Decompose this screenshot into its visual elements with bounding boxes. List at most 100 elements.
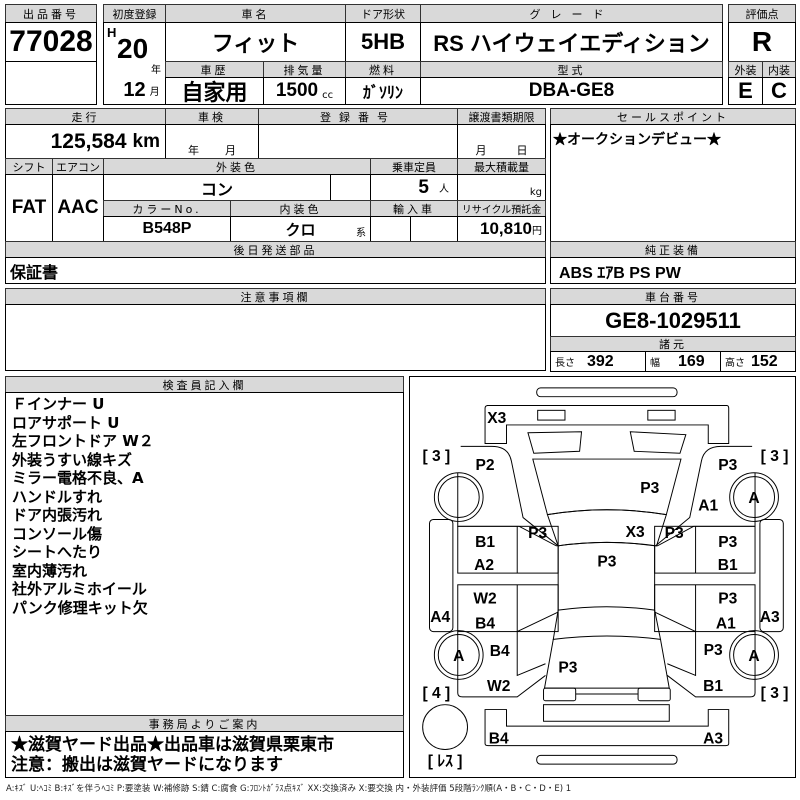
note-line: ハンドルすれ xyxy=(12,487,103,506)
reg-no xyxy=(258,124,458,159)
damage-marks: X3 P2 P3 P3 A1 P3 X3 P3 B1 A2 P3 P3 B1 W… xyxy=(422,410,788,770)
capacity-label: 乗車定員 xyxy=(370,158,458,175)
ac: AAC xyxy=(52,174,104,242)
office-label: 事務局よりご案内 xyxy=(5,715,404,732)
month-unit: 月 xyxy=(149,87,160,98)
tire-mark: A xyxy=(453,648,464,665)
width-value: 169 xyxy=(678,352,705,370)
length-value: 392 xyxy=(587,352,614,370)
lot-label: 出品番号 xyxy=(5,4,97,23)
ext-color: コン xyxy=(103,174,331,201)
later-parts-label: 後日発送部品 xyxy=(5,241,546,258)
inspector-notes: Ｆインナー U ロアサポート U 左フロントドア W２ 外装うすい線キズ ミラー… xyxy=(5,392,404,716)
note-line: 室内薄汚れ xyxy=(12,561,88,580)
mark: A1 xyxy=(716,616,736,633)
equipment: ABS ｴｱB PS PW xyxy=(550,257,796,284)
mark: X3 xyxy=(487,410,506,427)
height-label: 高さ xyxy=(725,358,745,369)
mark: P3 xyxy=(704,642,723,659)
tread-depth: [ 3 ] xyxy=(761,685,789,702)
displacement-value: 1500 xyxy=(275,80,319,101)
color-no: B548P xyxy=(103,216,231,242)
int-color: クロ系 xyxy=(230,216,371,242)
note-line: シートへたり xyxy=(12,543,103,561)
note-line: 外装うすい線キズ xyxy=(12,450,133,469)
later-parts: 保証書 xyxy=(5,257,546,284)
mileage-value: 125,584 xyxy=(50,129,127,153)
int-color-unit: 系 xyxy=(356,228,366,239)
car-name: フィット xyxy=(165,22,346,62)
grade-label: グレード xyxy=(420,4,723,23)
person-unit: 人 xyxy=(439,184,449,195)
inspection-year-unit: 年 xyxy=(188,144,199,157)
inspection-label: 車検 xyxy=(165,108,259,125)
model: DBA-GE8 xyxy=(420,77,723,105)
yen-unit: 円 xyxy=(532,225,542,237)
mark: B1 xyxy=(718,557,738,574)
office-notice: ★滋賀ヤード出品★出品車は滋賀県栗東市 注意：搬出は滋賀ヤードになります xyxy=(5,731,404,778)
import-a xyxy=(370,216,411,242)
ext-color-label: 外装色 xyxy=(103,158,371,175)
lot-blank xyxy=(5,61,97,105)
displacement-label: 排気量 xyxy=(263,61,346,78)
mark: A1 xyxy=(698,498,718,515)
grade: RS ハイウェイエディション xyxy=(420,22,723,62)
mark: A3 xyxy=(703,731,723,748)
length-label: 長さ xyxy=(555,358,575,369)
sales-point-label: セールスポイント xyxy=(550,108,796,125)
spare-tire-status: [ ﾚｽ ] xyxy=(428,753,463,770)
mark: B1 xyxy=(475,534,495,551)
mark: A2 xyxy=(474,557,494,574)
transfer-month-unit: 月 xyxy=(475,144,487,157)
ext-score-label: 外装 xyxy=(728,61,763,78)
era: H xyxy=(107,25,117,40)
capacity-value: 5 xyxy=(418,176,429,198)
mark: P3 xyxy=(528,525,547,542)
int-score-label: 内装 xyxy=(762,61,796,78)
car-name-label: 車名 xyxy=(165,4,346,23)
note-line: Ｆインナー U xyxy=(12,395,105,413)
fuel: ｶﾞｿﾘﾝ xyxy=(345,77,421,105)
specs-label: 諸元 xyxy=(550,336,796,352)
note-line: コンソール傷 xyxy=(12,524,103,543)
ext-color-extra xyxy=(330,174,371,201)
office-line: ★滋賀ヤード出品★出品車は滋賀県栗東市 xyxy=(11,735,334,754)
year-unit: 年 xyxy=(151,65,161,76)
mark: B4 xyxy=(475,616,495,633)
fuel-label: 燃料 xyxy=(345,61,421,78)
chassis-label: 車台番号 xyxy=(550,288,796,305)
cc-unit: cc xyxy=(322,89,334,101)
tread-depth: [ 3 ] xyxy=(422,448,450,465)
mark: B1 xyxy=(703,678,723,695)
recycle-label: リサイクル預託金 xyxy=(457,200,546,217)
chassis-number: GE8-1029511 xyxy=(550,304,796,337)
max-load: kg xyxy=(457,174,546,201)
transfer-day-unit: 日 xyxy=(516,144,528,157)
import-label: 輸入車 xyxy=(370,200,458,217)
shift-label: シフト xyxy=(5,158,53,175)
tread-depth: [ 3 ] xyxy=(761,448,789,465)
color-no-label: カラーNo. xyxy=(103,200,231,217)
mark: W2 xyxy=(473,590,497,607)
first-reg-label: 初度登録 xyxy=(103,4,166,23)
mark: P3 xyxy=(597,553,616,570)
mark: B4 xyxy=(490,643,510,660)
note-line: ドア内張汚れ xyxy=(12,506,103,524)
model-label: 型式 xyxy=(420,61,723,78)
history: 自家用 xyxy=(165,77,264,105)
mark: X3 xyxy=(626,524,645,541)
transfer: 月日 xyxy=(457,124,546,159)
recycle-value: 10,810 xyxy=(480,219,532,238)
tire-mark: A xyxy=(748,648,759,665)
mark: P3 xyxy=(718,534,737,551)
lot-number: 77028 xyxy=(5,22,97,62)
note-line: ロアサポート U xyxy=(12,413,120,432)
first-reg-year: H 20 年 xyxy=(103,22,166,78)
sales-point: ★オークションデビュー★ xyxy=(550,124,796,242)
note-line: 左フロントドア W２ xyxy=(12,432,154,450)
